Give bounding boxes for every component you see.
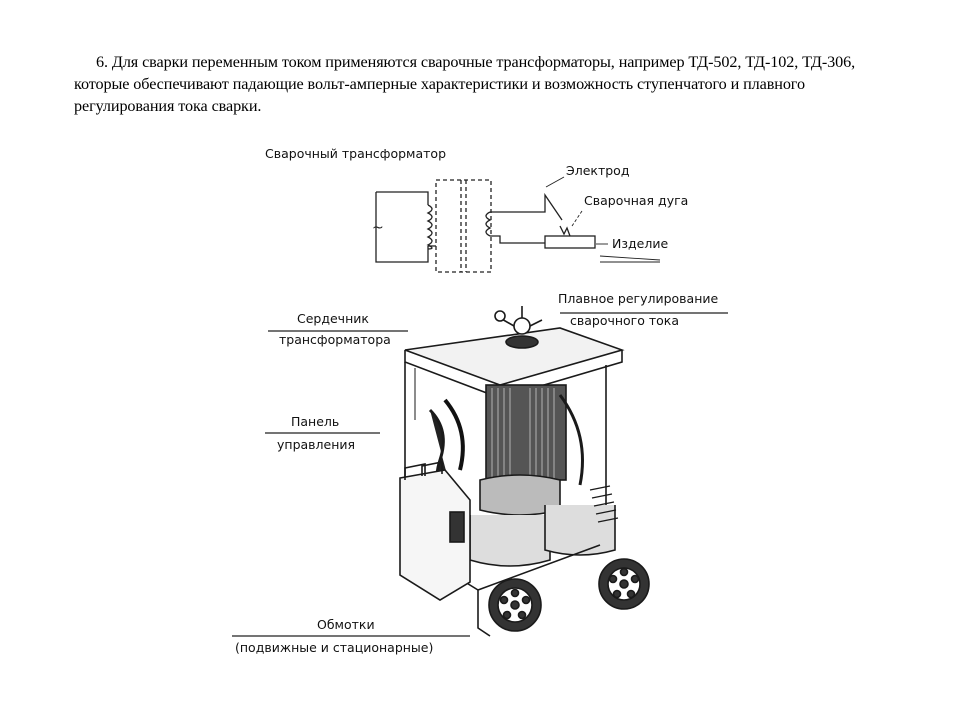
- label-smooth-control-line1: Плавное регулирование: [558, 291, 719, 306]
- label-core-line1: Сердечник: [297, 311, 369, 326]
- body-paragraph: 6. Для сварки переменным током применяют…: [74, 53, 856, 115]
- label-panel-line2: управления: [277, 437, 356, 452]
- label-arc: Сварочная дуга: [584, 193, 689, 208]
- wheels: [488, 558, 650, 632]
- label-smooth-control-line2: сварочного тока: [570, 313, 680, 328]
- ac-symbol-text: ~: [372, 220, 384, 236]
- transformer-schematic: [375, 176, 661, 273]
- label-panel-line1: Панель: [291, 414, 340, 429]
- label-windings-line1: Обмотки: [317, 617, 375, 632]
- label-windings-line2: (подвижные и стационарные): [235, 640, 434, 655]
- label-workpiece: Изделие: [612, 236, 669, 251]
- label-electrode: Электрод: [566, 163, 630, 178]
- transformer-machine-drawing: [399, 306, 650, 637]
- ac-source-symbol: ~: [372, 220, 384, 236]
- label-leaders: [232, 312, 728, 637]
- label-core-line2: трансформатора: [279, 332, 391, 347]
- label-schematic-title: Сварочный трансформатор: [265, 146, 447, 161]
